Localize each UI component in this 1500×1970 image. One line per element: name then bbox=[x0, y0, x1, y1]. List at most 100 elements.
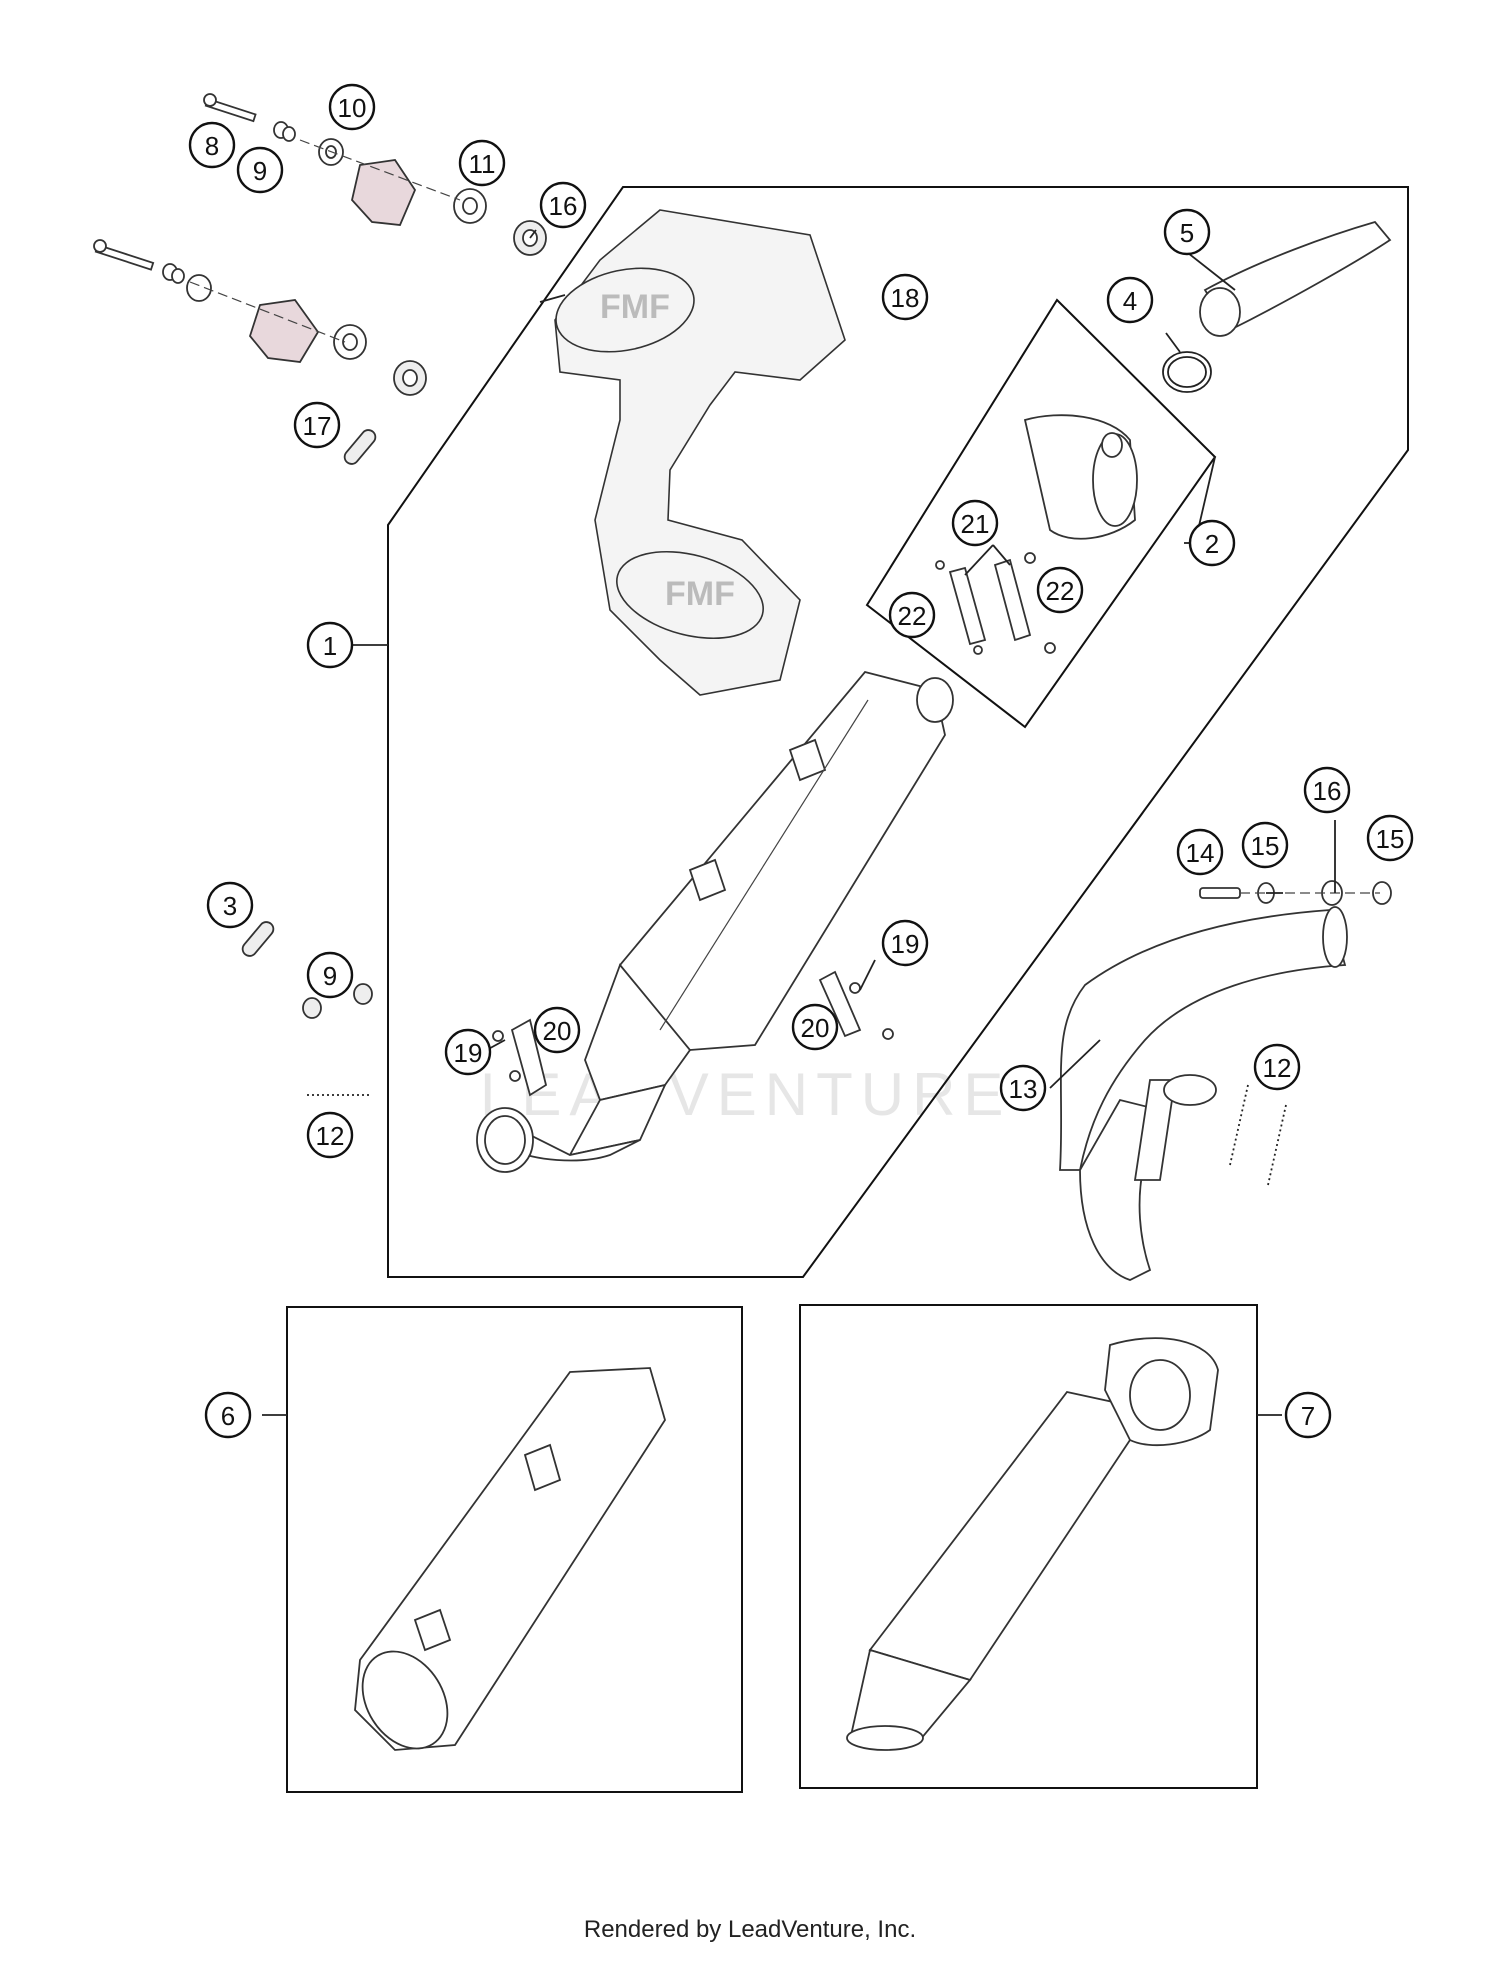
callout-c2: 2 bbox=[1188, 519, 1236, 567]
callout-circle bbox=[791, 1003, 839, 1051]
callout-circle bbox=[1303, 766, 1351, 814]
callout-number: 10 bbox=[338, 93, 367, 123]
callout-number: 6 bbox=[221, 1401, 235, 1431]
callout-number: 22 bbox=[1046, 576, 1075, 606]
header-pipe-13 bbox=[1059, 906, 1348, 1281]
callout-number: 21 bbox=[961, 509, 990, 539]
callout-number: 15 bbox=[1251, 831, 1280, 861]
heat-shield-clip-left bbox=[492, 1018, 548, 1097]
callout-c12b: 12 bbox=[1253, 1043, 1301, 1091]
callout-number: 22 bbox=[898, 601, 927, 631]
callout-c18: 18 bbox=[881, 273, 929, 321]
callout-c4: 4 bbox=[1106, 276, 1154, 324]
silencer-body-6 bbox=[354, 1367, 666, 1751]
silencer-assembly bbox=[476, 670, 954, 1173]
link-17 bbox=[343, 429, 377, 465]
callout-circle bbox=[306, 951, 354, 999]
callout-c19b: 19 bbox=[881, 919, 929, 967]
callout-c10: 10 bbox=[328, 83, 376, 131]
callout-c8: 8 bbox=[188, 121, 236, 169]
assembly-7-frame bbox=[799, 1304, 1258, 1789]
callout-number: 19 bbox=[454, 1038, 483, 1068]
callout-c19a: 19 bbox=[444, 1028, 492, 1076]
callout-number: 2 bbox=[1205, 529, 1219, 559]
callout-circle bbox=[306, 1111, 354, 1159]
callout-number: 16 bbox=[549, 191, 578, 221]
callout-circle bbox=[1176, 828, 1224, 876]
callout-circle bbox=[999, 1064, 1047, 1112]
callout-circle bbox=[888, 591, 936, 639]
callout-circle bbox=[206, 881, 254, 929]
callout-c13: 13 bbox=[999, 1064, 1047, 1112]
callout-circle bbox=[881, 273, 929, 321]
footer-credit: Rendered by LeadVenture, Inc. bbox=[583, 1916, 917, 1943]
callout-number: 14 bbox=[1186, 838, 1215, 868]
callout-c20b: 20 bbox=[791, 1003, 839, 1051]
callout-number: 13 bbox=[1009, 1074, 1038, 1104]
header-hardware bbox=[1199, 880, 1392, 906]
callout-number: 4 bbox=[1123, 286, 1137, 316]
callout-c15a: 15 bbox=[1241, 821, 1289, 869]
callout-c20a: 20 bbox=[533, 1006, 581, 1054]
callout-number: 17 bbox=[303, 411, 332, 441]
spring-12-right bbox=[1229, 1084, 1287, 1186]
assembly-1-frame bbox=[387, 186, 1409, 1278]
callout-circle bbox=[188, 121, 236, 169]
callout-circle bbox=[533, 1006, 581, 1054]
callout-circle bbox=[458, 139, 506, 187]
callout-number: 16 bbox=[1313, 776, 1342, 806]
callout-c12a: 12 bbox=[306, 1111, 354, 1159]
callout-circle bbox=[328, 83, 376, 131]
cap-hardware-21-22 bbox=[935, 552, 1056, 655]
callout-circle bbox=[1188, 519, 1236, 567]
callout-circle bbox=[293, 401, 341, 449]
callout-circle bbox=[1241, 821, 1289, 869]
callout-number: 20 bbox=[801, 1013, 830, 1043]
leader-lines bbox=[262, 229, 1336, 1416]
callout-c22a: 22 bbox=[888, 591, 936, 639]
callout-number: 1 bbox=[323, 631, 337, 661]
assembly-2-frame bbox=[865, 298, 1217, 729]
callout-c11: 11 bbox=[458, 139, 506, 187]
callout-circle bbox=[1253, 1043, 1301, 1091]
mount-bracket-upper bbox=[203, 93, 487, 226]
callout-circle bbox=[1163, 208, 1211, 256]
grommet-lower bbox=[393, 360, 427, 396]
callout-c7: 7 bbox=[1284, 1391, 1332, 1439]
callout-number: 18 bbox=[891, 283, 920, 313]
callout-c16b: 16 bbox=[1303, 766, 1351, 814]
callout-c1: 1 bbox=[306, 621, 354, 669]
link-3 bbox=[241, 921, 275, 957]
callout-number: 8 bbox=[205, 131, 219, 161]
callout-c9a: 9 bbox=[236, 146, 284, 194]
callout-circle bbox=[204, 1391, 252, 1439]
callout-circle bbox=[444, 1028, 492, 1076]
callout-c21: 21 bbox=[951, 499, 999, 547]
callout-c14: 14 bbox=[1176, 828, 1224, 876]
silencer-body-7 bbox=[846, 1337, 1219, 1751]
callout-number: 12 bbox=[316, 1121, 345, 1151]
callout-circle bbox=[1106, 276, 1154, 324]
callout-number: 3 bbox=[223, 891, 237, 921]
callout-number: 11 bbox=[469, 149, 496, 179]
callout-number: 9 bbox=[253, 156, 267, 186]
callout-number: 20 bbox=[543, 1016, 572, 1046]
callout-c9b: 9 bbox=[306, 951, 354, 999]
callout-c15b: 15 bbox=[1366, 814, 1414, 862]
assembly-6-frame bbox=[286, 1306, 743, 1793]
callout-number: 12 bbox=[1263, 1053, 1292, 1083]
callout-c22b: 22 bbox=[1036, 566, 1084, 614]
callout-circle bbox=[236, 146, 284, 194]
decal-sheet: FMF FMF bbox=[554, 209, 846, 696]
svg-text:FMF: FMF bbox=[665, 575, 735, 613]
callout-number: 15 bbox=[1376, 824, 1405, 854]
callout-c16a: 16 bbox=[539, 181, 587, 229]
mount-bracket-lower bbox=[93, 239, 367, 363]
callout-circle bbox=[1284, 1391, 1332, 1439]
callout-number: 7 bbox=[1301, 1401, 1315, 1431]
heat-shield-clip-right bbox=[818, 970, 894, 1040]
callout-circle bbox=[306, 621, 354, 669]
callout-circle bbox=[1366, 814, 1414, 862]
callout-number: 19 bbox=[891, 929, 920, 959]
